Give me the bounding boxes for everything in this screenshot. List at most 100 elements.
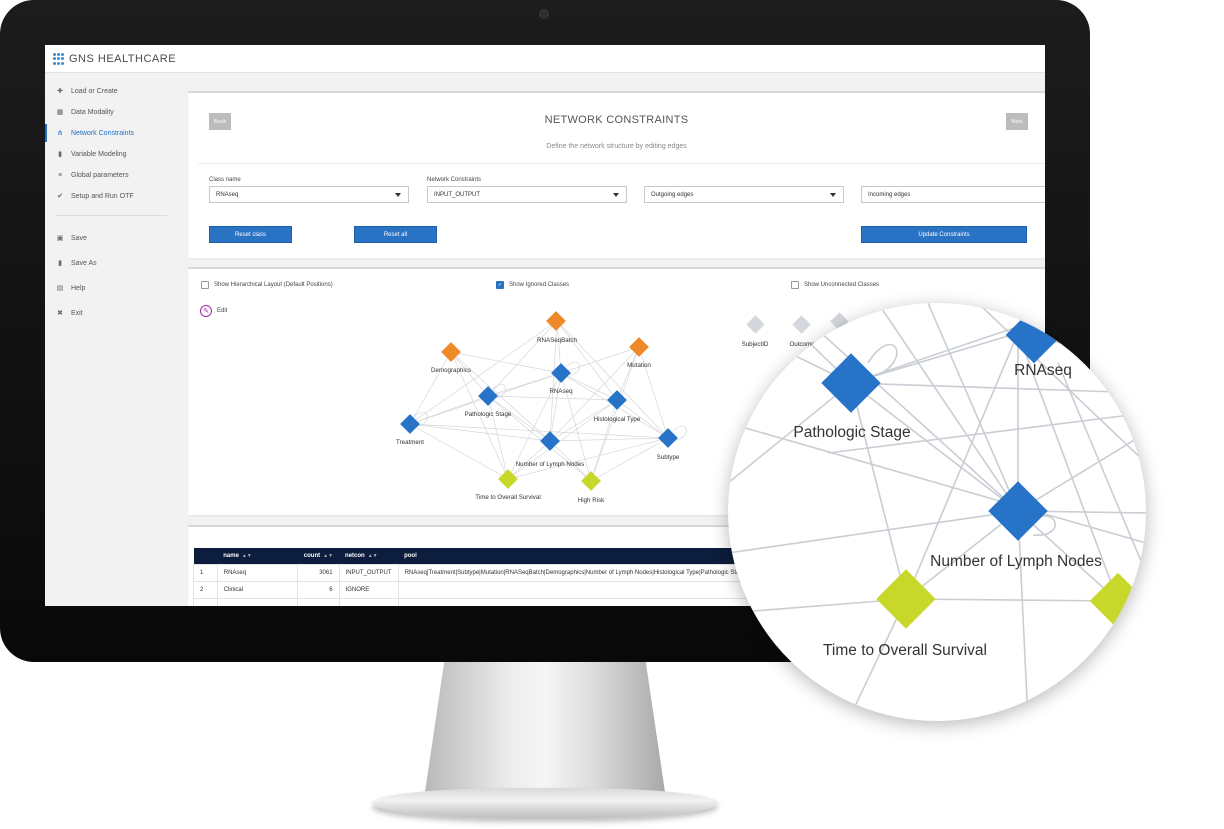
network-constraints-select[interactable]: INPUT_OUTPUT [427, 186, 627, 203]
monitor-stand-neck [425, 662, 665, 792]
row-netcon: INPUT_OUTPUT [338, 564, 399, 582]
sidebar-item-variable-modeling[interactable]: ▮ Variable Modeling [45, 145, 170, 163]
table-header-pool[interactable]: pool [398, 548, 753, 565]
node-high-risk[interactable] [581, 471, 601, 491]
save-icon: ▣ [56, 235, 64, 242]
node-label: Mutation [627, 362, 651, 369]
reset-class-button[interactable]: Reset class [209, 226, 292, 243]
save-label: Save [71, 234, 87, 242]
page-title: NETWORK CONSTRAINTS [544, 114, 689, 126]
show-hierarchical-checkbox[interactable]: Show Hierarchical Layout (Default Positi… [201, 281, 333, 289]
sidebar-divider [55, 215, 167, 216]
class-name-label: Class name [209, 177, 241, 183]
node-subjectid[interactable] [746, 315, 765, 334]
sort-icon: ▲▼ [367, 553, 378, 559]
graph-edges [409, 320, 687, 482]
show-unconnected-checkbox[interactable]: Show Unconnected Classes [791, 281, 879, 289]
constraints-panel: Back Next NETWORK CONSTRAINTS Define the… [188, 91, 1045, 258]
table-icon: ▦ [56, 109, 64, 116]
zoom-node-high-risk [1089, 572, 1146, 630]
close-icon: ✖ [57, 310, 63, 317]
zoom-magnifier: RNAseq Pathologic Stage Number of Lymph … [728, 303, 1146, 721]
incoming-edges-select[interactable]: Incoming edges [861, 186, 1045, 203]
zoom-label-rnaseq: RNAseq [1014, 362, 1072, 379]
node-label: SubjectID [742, 341, 769, 348]
sidebar-item-data-modality[interactable]: ▦ Data Modality [45, 103, 170, 121]
checkbox-empty-icon [201, 281, 209, 289]
hierarchy-icon: ⋔ [57, 130, 63, 137]
node-histological-type[interactable] [607, 390, 627, 410]
table-row[interactable]: 2 Clinical 6 IGNORE [193, 581, 754, 599]
pencil-icon: ✎ [200, 305, 212, 317]
back-button[interactable]: Back [209, 113, 231, 130]
zoom-edges [728, 303, 1146, 721]
checkbox-empty-icon [791, 281, 799, 289]
node-label: Treatment [396, 439, 424, 446]
panel-divider [198, 163, 1045, 164]
save-button[interactable]: ▣ Save [45, 229, 170, 247]
caret-down-icon [395, 193, 401, 197]
logo: GNS HEALTHCARE [53, 53, 176, 65]
table-row[interactable]: 1 RNAseq 3061 INPUT_OUTPUT RNAseq|Treatm… [193, 564, 754, 582]
row-index: 2 [193, 581, 218, 599]
bookmark-icon: ▮ [58, 260, 62, 267]
sidebar-item-label: Data Modality [71, 108, 114, 116]
next-button[interactable]: Next [1006, 113, 1028, 130]
outgoing-edges-select[interactable]: Outgoing edges [644, 186, 844, 203]
node-subtype[interactable] [658, 428, 678, 448]
sidebar-item-load-or-create[interactable]: ✚ Load or Create [45, 82, 170, 100]
caret-down-icon [613, 193, 619, 197]
show-hierarchical-label: Show Hierarchical Layout (Default Positi… [214, 282, 333, 288]
reset-all-button[interactable]: Reset all [354, 226, 437, 243]
table-header-netcon[interactable]: netcon▲▼ [339, 548, 399, 565]
sidebar-item-network-constraints[interactable]: ⋔ Network Constraints [45, 124, 172, 142]
page-subtitle: Define the network structure by editing … [546, 143, 687, 150]
class-name-select[interactable]: RNAseq [209, 186, 409, 203]
node-number-of-lymph-nodes[interactable] [540, 431, 560, 451]
sidebar-item-global-parameters[interactable]: ≡ Global parameters [45, 166, 170, 184]
network-constraints-value: INPUT_OUTPUT [434, 191, 481, 198]
table-header-index [193, 548, 218, 565]
edit-button[interactable]: ✎ Edit [200, 305, 227, 317]
node-label: Time to Overall Survival [475, 494, 540, 501]
sidebar-item-label: Load or Create [71, 87, 118, 95]
class-name-value: RNAseq [216, 191, 239, 198]
node-time-to-overall-survival[interactable] [498, 469, 518, 489]
row-name: Clinical [216, 581, 299, 599]
sort-icon: ▲▼ [323, 553, 334, 559]
exit-button[interactable]: ✖ Exit [45, 304, 170, 322]
show-ignored-checkbox[interactable]: ✓ Show Ignored Classes [496, 281, 569, 289]
node-label: Subtype [657, 454, 680, 461]
checkbox-checked-icon: ✓ [496, 281, 504, 289]
node-outcome[interactable] [792, 315, 811, 334]
sidebar-item-label: Global parameters [71, 171, 129, 179]
update-constraints-button[interactable]: Update Constraints [861, 226, 1027, 243]
sidebar-item-label: Variable Modeling [71, 150, 127, 158]
logo-dots-icon [53, 53, 65, 65]
zoom-node-number-of-lymph-nodes [988, 481, 1048, 541]
save-as-button[interactable]: ▮ Save As [45, 254, 170, 272]
bar-chart-icon: ▮ [58, 151, 62, 158]
logo-text: GNS HEALTHCARE [69, 53, 177, 65]
table-header-count[interactable]: count▲▼ [297, 548, 340, 565]
zoom-node-time-to-overall-survival [876, 569, 936, 629]
table-header-name[interactable]: name▲▼ [217, 548, 298, 565]
zoom-nodes [821, 306, 1146, 630]
node-label: High Risk [578, 497, 605, 504]
node-pathologic-stage[interactable] [478, 386, 498, 406]
sidebar-item-setup-and-run-otf[interactable]: ✔ Setup and Run OTF [45, 187, 170, 205]
node-label: Demographics [431, 367, 471, 374]
caret-down-icon [830, 193, 836, 197]
node-rnaseqbatch[interactable] [546, 311, 566, 331]
node-label: Outcome [789, 341, 815, 348]
node-treatment[interactable] [400, 414, 420, 434]
sliders-icon: ≡ [57, 171, 63, 179]
sidebar: ✚ Load or Create ▦ Data Modality ⋔ Netwo… [45, 73, 173, 606]
node-demographics[interactable] [441, 342, 461, 362]
table-row [193, 598, 754, 606]
edit-label: Edit [217, 308, 228, 314]
node-label: Histological Type [594, 416, 641, 423]
row-count: 3061 [297, 564, 340, 582]
classes-table: name▲▼ count▲▼ netcon▲▼ pool 1 RNAseq 30… [193, 548, 754, 606]
help-button[interactable]: ▤ Help [45, 279, 170, 297]
